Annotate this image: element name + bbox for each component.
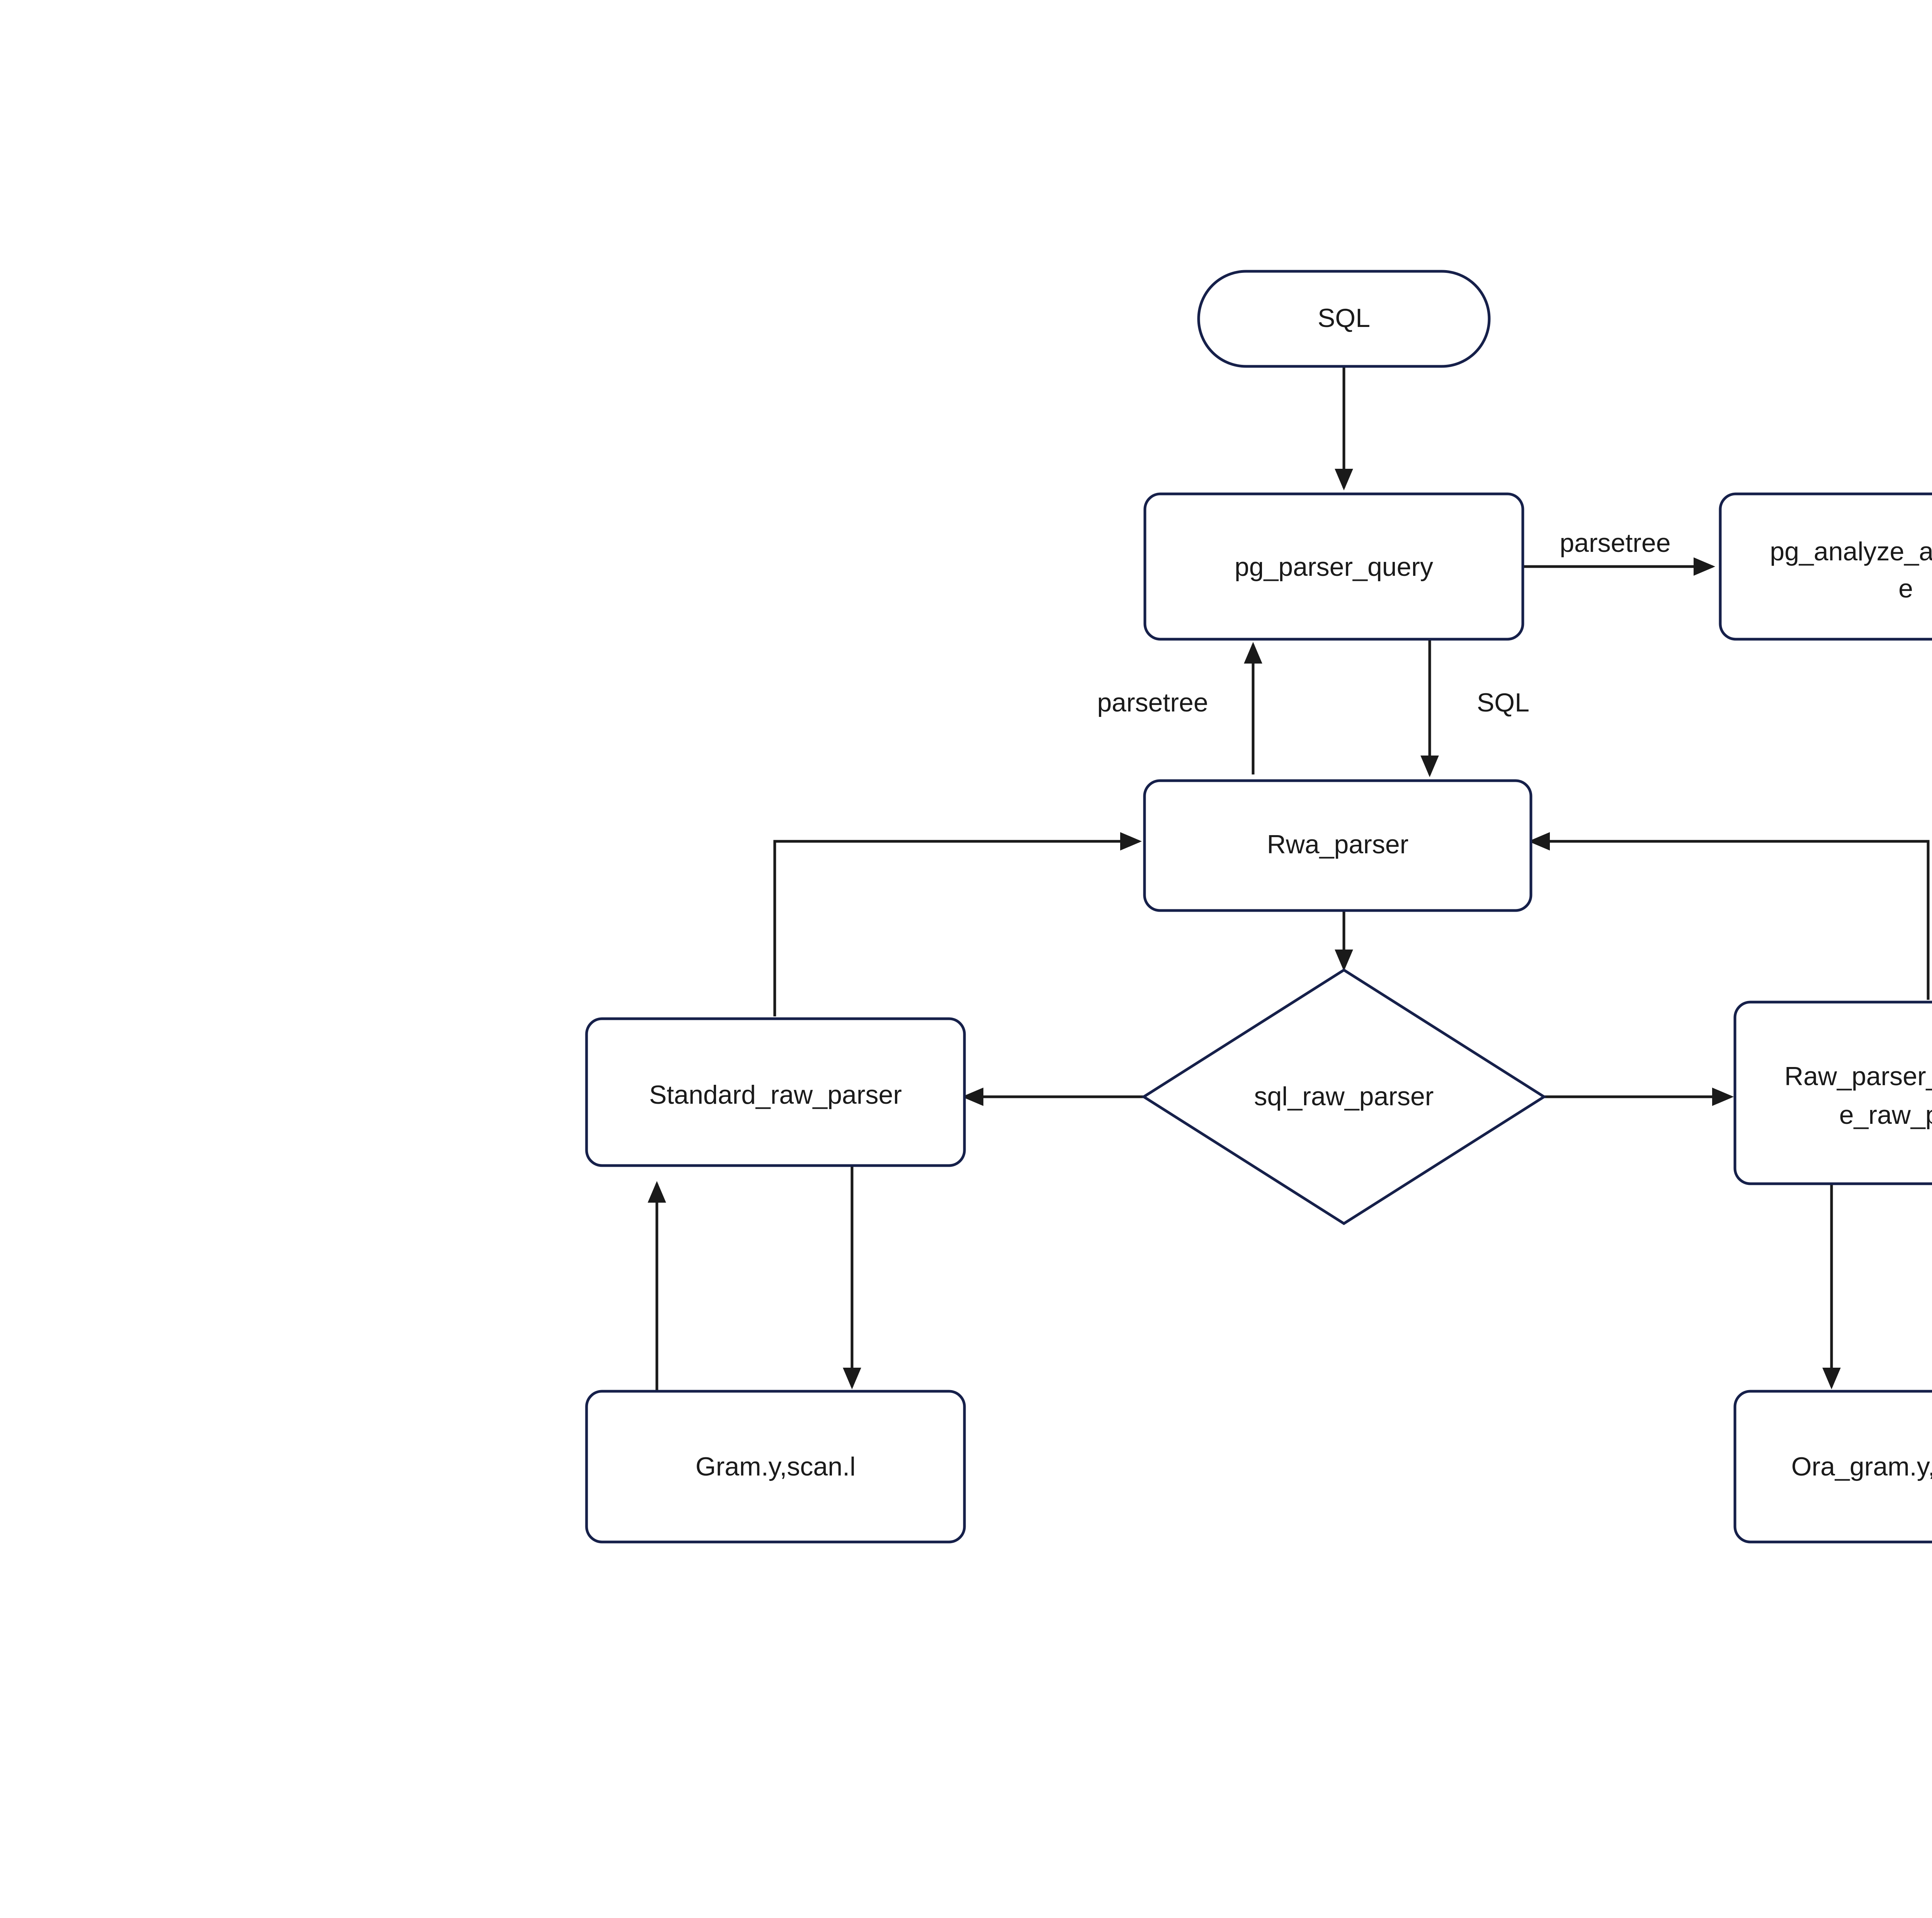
node-gram[interactable]: Gram.y,scan.l: [585, 1390, 966, 1544]
node-pg-analyze-and-rewrite-shape: [1719, 492, 1932, 641]
node-standard-raw-parser[interactable]: Standard_raw_parser: [585, 1017, 966, 1167]
node-raw-parser-hook[interactable]: Raw_parser_hook(oracl e_raw_parser): [1733, 1001, 1932, 1185]
node-ora-gram-shape: [1733, 1390, 1932, 1544]
node-sql-raw-parser[interactable]: sql_raw_parser: [1141, 968, 1547, 1225]
node-pg-parser-query-label: pg_parser_query: [1235, 552, 1433, 582]
edge-label-parsetree-up: parsetree: [1097, 688, 1208, 717]
node-standard-raw-parser-label: Standard_raw_parser: [649, 1080, 902, 1110]
node-sql-label: SQL: [1318, 303, 1370, 333]
node-raw-parser-hook-label-line2: e_raw_parser): [1839, 1100, 1932, 1130]
node-rwa-parser-label: Rwa_parser: [1267, 830, 1409, 859]
node-pg-analyze-and-rewrite-label-line2: e: [1898, 574, 1913, 603]
edge-raw-parser-hook-to-rwa-parser: [1528, 832, 1930, 1000]
edge-label-sql-down: SQL: [1477, 688, 1529, 717]
node-sql[interactable]: SQL: [1197, 270, 1491, 368]
node-ora-gram-label: Ora_gram.y,ora_scan.l: [1791, 1452, 1932, 1481]
node-raw-parser-hook-shape: [1733, 1001, 1932, 1185]
node-sql-raw-parser-shape: [1141, 968, 1547, 1225]
edge-standard-raw-parser-to-rwa-parser: [773, 832, 1142, 1016]
node-gram-label: Gram.y,scan.l: [696, 1452, 855, 1481]
node-raw-parser-hook-label-line1: Raw_parser_hook(oracl: [1784, 1062, 1932, 1091]
node-rwa-parser[interactable]: Rwa_parser: [1143, 779, 1532, 912]
node-pg-analyze-and-rewrite[interactable]: pg_analyze_and_rewrit e: [1719, 492, 1932, 641]
node-rwa-parser-shape: [1143, 779, 1532, 912]
node-sql-raw-parser-label: sql_raw_parser: [1254, 1082, 1434, 1111]
node-pg-analyze-and-rewrite-label-line1: pg_analyze_and_rewrit: [1770, 537, 1932, 566]
node-standard-raw-parser-shape: [585, 1017, 966, 1167]
node-gram-shape: [585, 1390, 966, 1544]
node-pg-parser-query-shape: [1143, 492, 1524, 641]
node-ora-gram[interactable]: Ora_gram.y,ora_scan.l: [1733, 1390, 1932, 1544]
node-sql-shape: [1197, 270, 1491, 368]
edge-label-parsetree-to-analyze: parsetree: [1560, 528, 1670, 558]
node-pg-parser-query[interactable]: pg_parser_query: [1143, 492, 1524, 641]
